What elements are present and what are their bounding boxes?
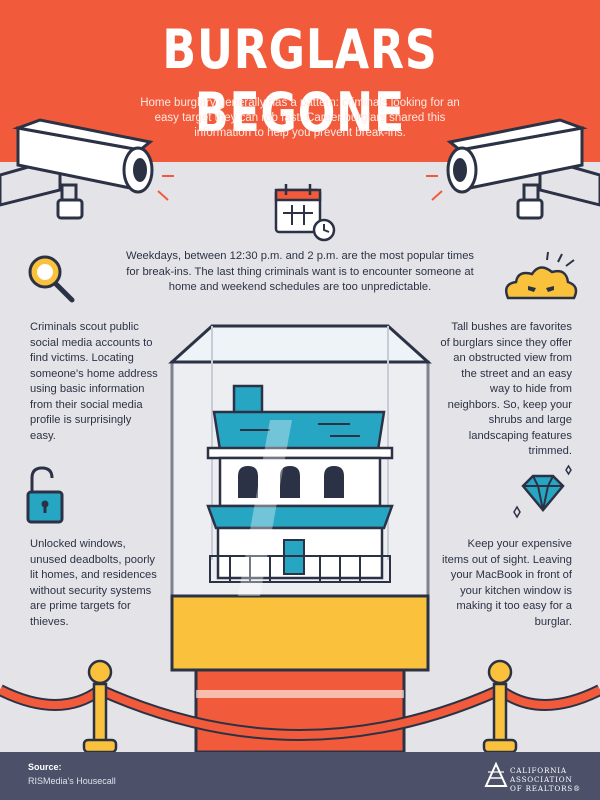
security-camera-icon xyxy=(0,118,174,220)
realtors-logo-text: CALIFORNIA ASSOCIATION OF REALTORS® xyxy=(510,766,590,793)
source-value: RISMedia's Housecall xyxy=(28,776,116,786)
tip-weekdays: Weekdays, between 12:30 p.m. and 2 p.m. … xyxy=(125,250,475,293)
tip-bushes: Tall bushes are favorites of burglars si… xyxy=(440,321,572,457)
page-title: BURGLARS BEGONE xyxy=(162,18,438,144)
security-camera-icon xyxy=(426,118,600,220)
tip-unlocked: Unlocked windows, unused deadbolts, poor… xyxy=(30,538,157,628)
calendar-clock-icon xyxy=(274,184,336,242)
page-subtitle: Home burglary generally has a pattern: c… xyxy=(140,97,460,139)
logo-line: ASSOCIATION xyxy=(510,775,573,784)
tip-social-media: Criminals scout public social media acco… xyxy=(30,321,158,442)
house-illustration xyxy=(206,384,394,596)
rope-barrier xyxy=(0,659,600,754)
unlocked-padlock-icon xyxy=(26,466,64,524)
diamond-icon xyxy=(513,464,572,519)
logo-line: OF REALTORS® xyxy=(510,784,582,793)
source-label: Source: xyxy=(28,762,62,772)
logo-line: CALIFORNIA xyxy=(510,766,567,775)
magnifier-icon xyxy=(28,255,75,303)
bush-eyes-icon xyxy=(505,251,578,300)
tip-valuables: Keep your expensive items out of sight. … xyxy=(442,538,572,628)
